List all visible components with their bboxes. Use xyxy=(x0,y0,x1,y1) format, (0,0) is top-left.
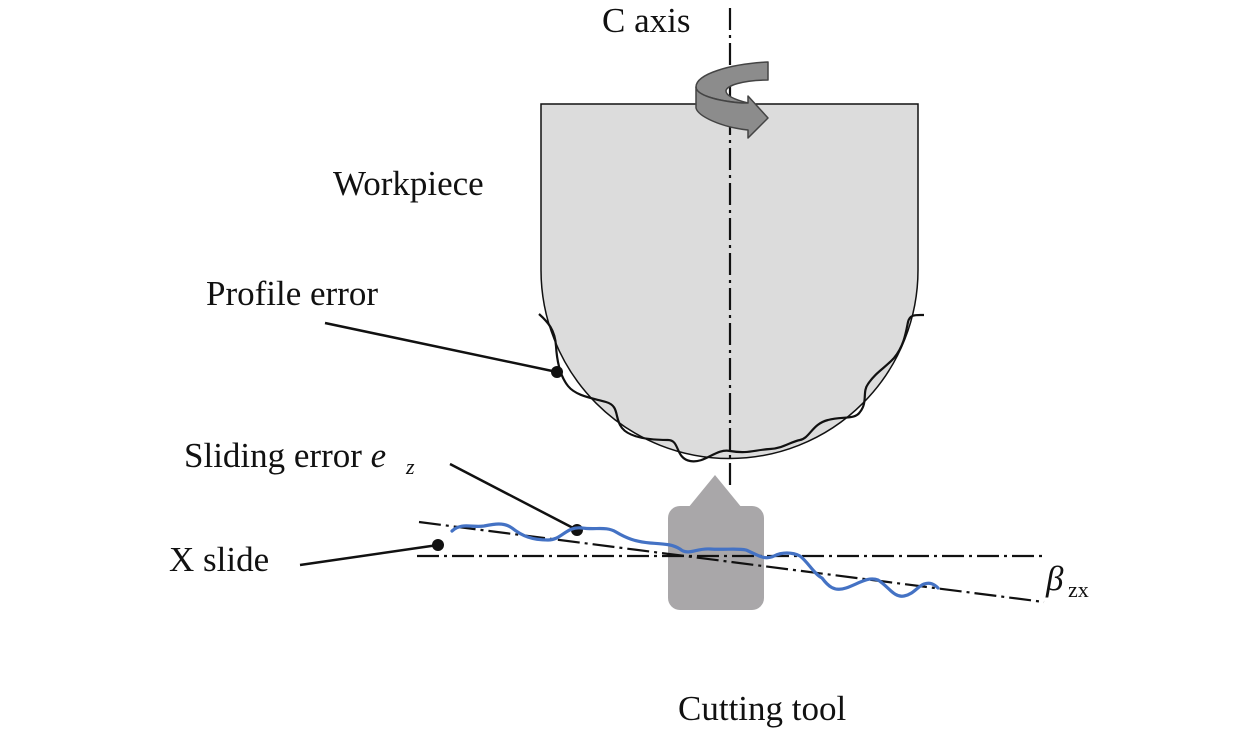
beta-symbol: β xyxy=(1045,559,1064,598)
profile-error-dot xyxy=(551,366,563,378)
sliding-error-leader xyxy=(449,462,578,532)
sliding-error-label: Sliding error e xyxy=(184,436,386,475)
x-slide-dot xyxy=(432,539,444,551)
sliding-error-curve xyxy=(450,522,940,598)
workpiece-label: Workpiece xyxy=(333,164,484,203)
sliding-error-subscript: z xyxy=(405,454,415,479)
c-axis-label: C axis xyxy=(602,1,690,40)
x-slide-label: X slide xyxy=(169,540,269,579)
cutting-tool xyxy=(668,475,764,610)
profile-error-curve xyxy=(538,313,925,463)
rotation-arrow-icon xyxy=(695,61,769,139)
sliding-error-text: Sliding error xyxy=(184,436,371,475)
profile-error-label: Profile error xyxy=(206,274,378,313)
beta-subscript: zx xyxy=(1068,577,1089,602)
cutting-tool-label: Cutting tool xyxy=(678,689,846,728)
profile-error-leader xyxy=(324,321,558,374)
x-slide-leader xyxy=(299,543,439,567)
sliding-error-symbol: e xyxy=(371,436,387,475)
